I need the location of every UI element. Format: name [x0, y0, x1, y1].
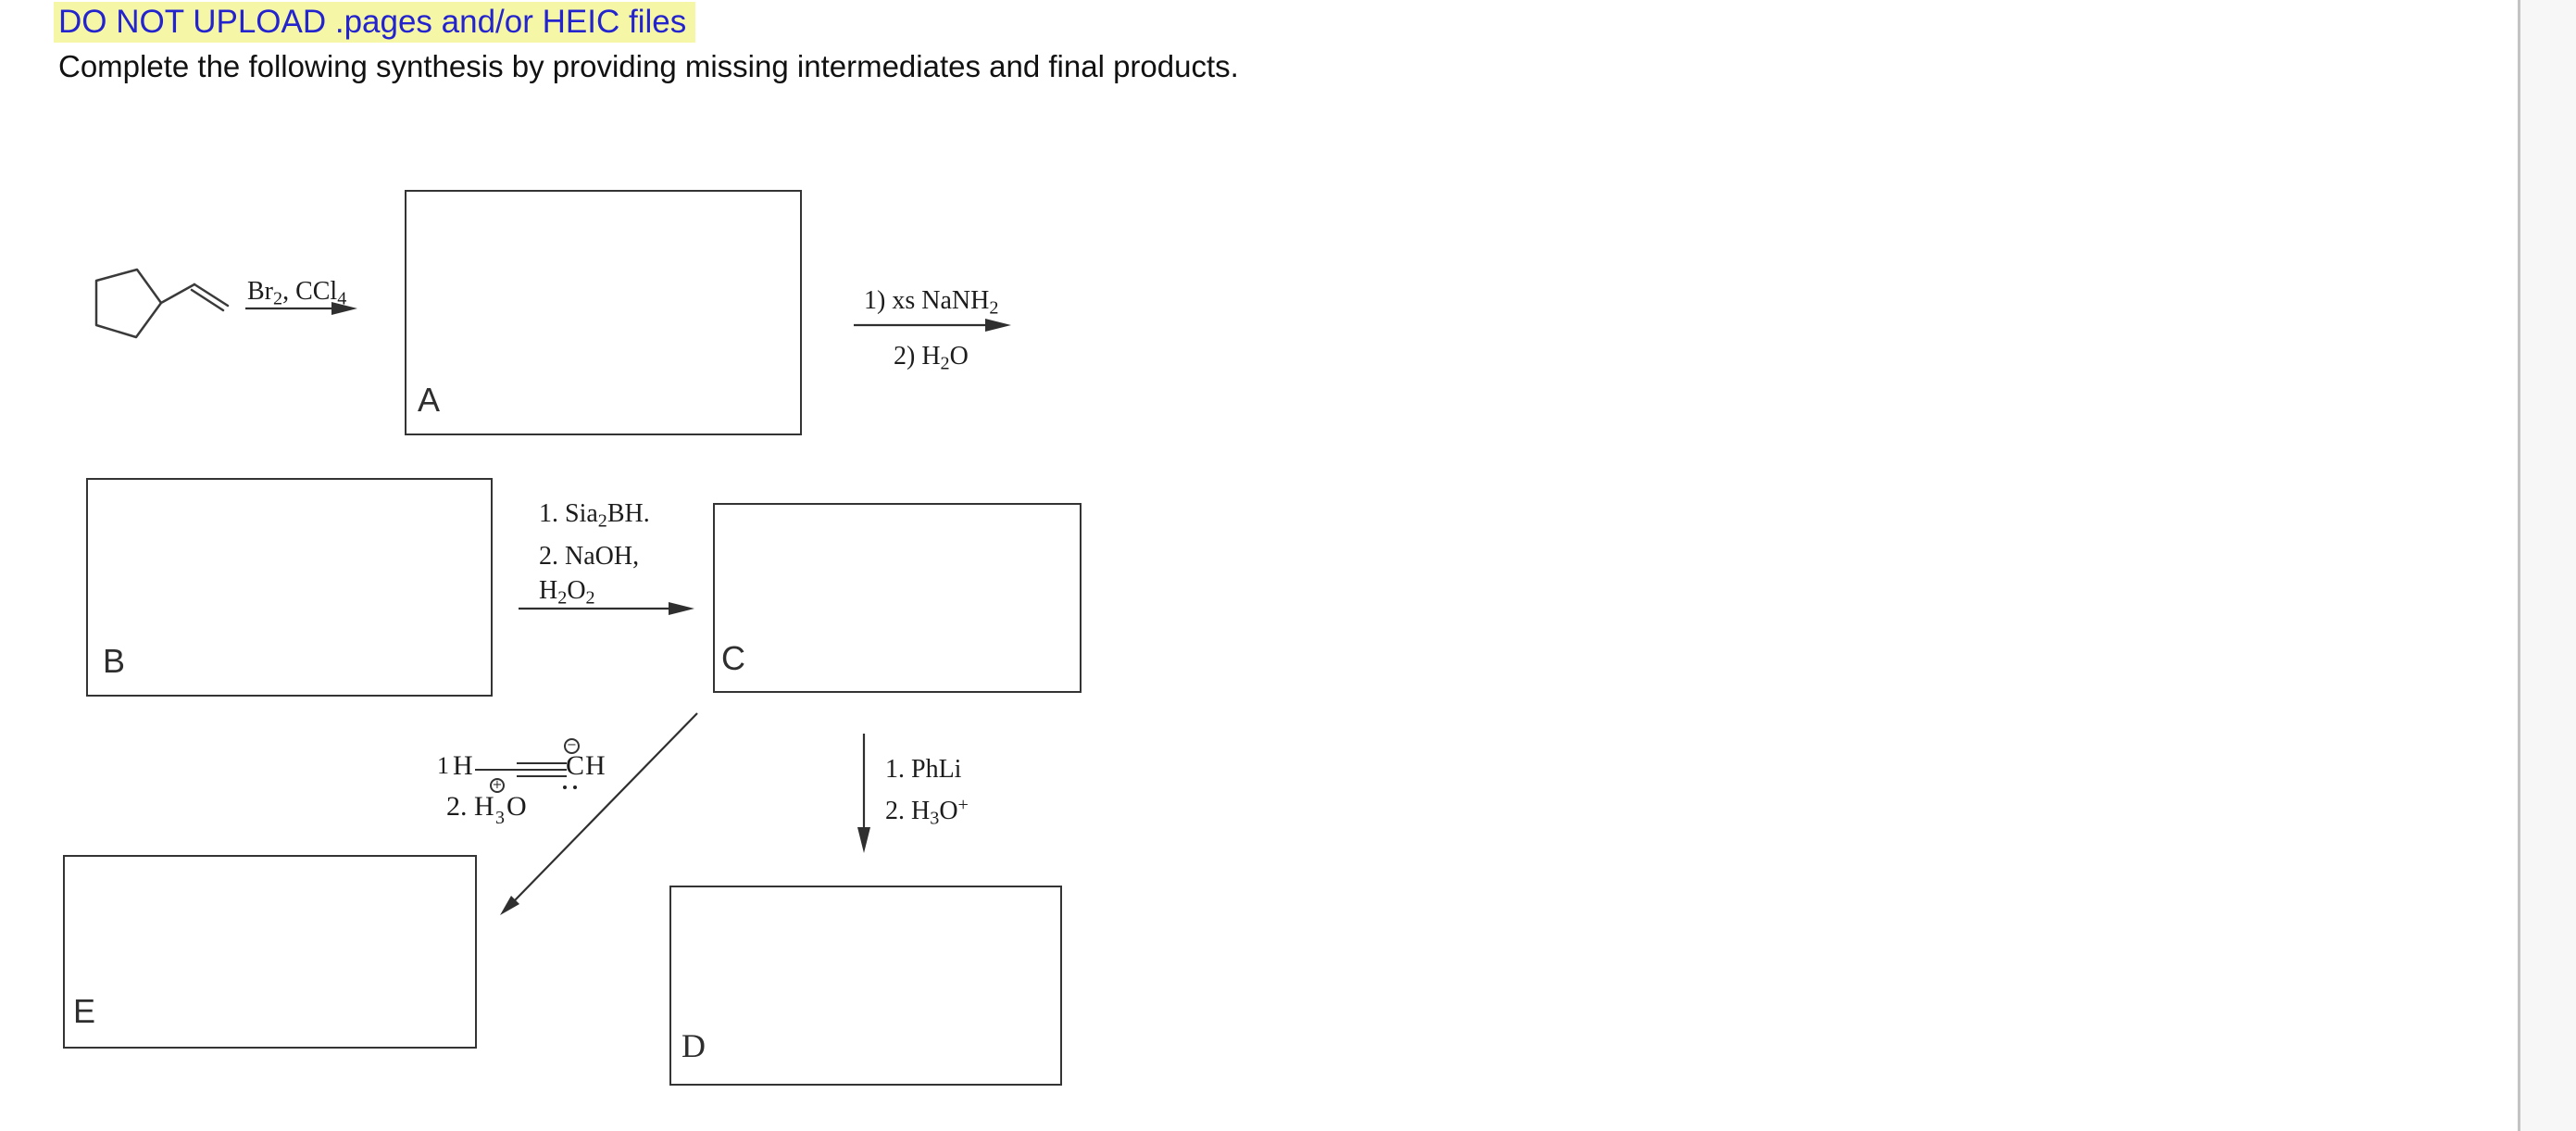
box-label-d: D: [682, 1027, 706, 1064]
reagent-step3: 1. Sia2BH. 2. NaOH, H2O2: [539, 496, 650, 615]
answer-box-c: C: [713, 503, 1082, 693]
reagent-step3-line2: 2. NaOH,: [539, 541, 640, 571]
step4-carbon: C: [566, 750, 585, 781]
reagent-step5-line2: 2. H3O+: [885, 795, 969, 829]
lone-pair-dot-1: [563, 785, 567, 789]
step4-oxygen: O: [506, 791, 527, 822]
upload-warning-text: DO NOT UPLOAD .pages and/or HEIC files: [58, 4, 687, 40]
reagent-step3-line3: H2O2: [539, 575, 595, 609]
reagent-step3-line1: 1. Sia2BH.: [539, 499, 650, 532]
triple-bond-line-mid: [517, 769, 567, 771]
reagent-step2-line2: 2) H2O: [894, 342, 969, 374]
answer-box-e: E: [63, 855, 477, 1049]
triple-bond-line-top: [517, 762, 567, 764]
box-label-a: A: [418, 381, 441, 419]
lone-pair-dot-2: [573, 785, 577, 789]
step4-subscript-3: 3: [495, 808, 505, 828]
answer-box-b: B: [86, 478, 493, 697]
triple-bond-line-bottom: [517, 775, 567, 777]
reagent-step2-line1: 1) xs NaNH2: [864, 286, 999, 319]
start-material-structure: [94, 268, 230, 339]
arrow-step4-diagonal: [500, 712, 698, 915]
step4-line2-prefix: 2. H: [446, 791, 494, 822]
right-gutter: [2520, 0, 2576, 1131]
answer-box-a: A: [405, 190, 802, 435]
box-label-e: E: [73, 992, 96, 1030]
instruction-text: Complete the following synthesis by prov…: [58, 49, 1239, 83]
answer-box-d: D: [669, 886, 1062, 1086]
arrow-step5-vertical: [857, 734, 870, 853]
step4-h-right: H: [585, 750, 606, 781]
step4-h-left: H: [453, 750, 473, 781]
box-label-b: B: [103, 642, 126, 680]
minus-charge-icon: −: [564, 738, 580, 754]
plus-charge-icon: +: [490, 778, 505, 793]
upload-warning-banner: DO NOT UPLOAD .pages and/or HEIC files: [54, 2, 696, 43]
page-edge-divider: [2518, 0, 2520, 1131]
reagent-step1: Br2, CCl4: [247, 277, 347, 309]
single-bond-line: [475, 769, 517, 771]
reagent-step5: 1. PhLi 2. H3O+: [885, 752, 969, 836]
step4-number: 1: [437, 752, 449, 779]
box-label-c: C: [721, 639, 745, 677]
reagent-step5-line1: 1. PhLi: [885, 755, 962, 784]
